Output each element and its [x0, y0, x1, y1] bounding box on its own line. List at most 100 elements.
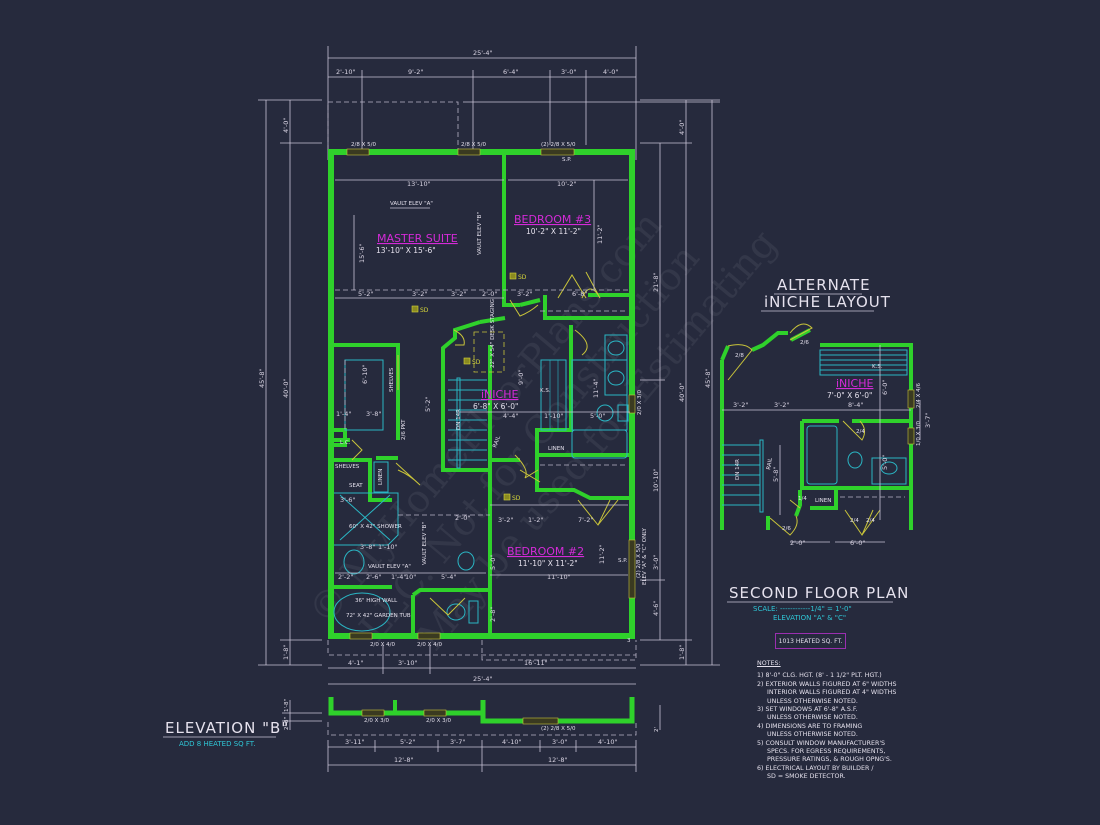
smoke-detector-icon — [463, 357, 471, 365]
doors — [351, 271, 619, 616]
svg-text:K.S.: K.S. — [872, 364, 883, 370]
svg-text:LINEN: LINEN — [378, 469, 384, 485]
svg-text:2'-0": 2'-0" — [482, 290, 497, 298]
svg-text:6'-8": 6'-8" — [572, 290, 587, 298]
svg-text:SHELVES: SHELVES — [389, 367, 395, 392]
note-3: 3) SET WINDOWS AT 6'-8" A.S.F.UNLESS OTH… — [757, 706, 858, 722]
svg-text:6'-8" X 6'-0": 6'-8" X 6'-0" — [473, 402, 518, 411]
svg-text:11'-4": 11'-4" — [592, 378, 600, 398]
svg-text:DN 14R: DN 14R — [735, 459, 741, 480]
svg-text:2'-10": 2'-10" — [336, 68, 356, 76]
svg-text:2/8 X 5/0: 2/8 X 5/0 — [351, 142, 376, 148]
svg-text:4'-0": 4'-0" — [678, 120, 686, 135]
svg-text:2': 2' — [654, 727, 660, 732]
notes-heading: NOTES: — [757, 660, 781, 667]
main-floor-plan: 2/8 X 5/0 2/8 X 5/0 (2) 2/8 X 5/0 S.P. 2… — [328, 142, 648, 648]
svg-text:6'-0": 6'-0" — [881, 380, 889, 395]
svg-text:SCALE: ------------1/4" = 1'-0: SCALE: ------------1/4" = 1'-0" — [753, 605, 852, 613]
svg-text:S.P.: S.P. — [618, 558, 628, 564]
svg-text:2'-8": 2'-8" — [489, 607, 497, 622]
svg-text:25'-4": 25'-4" — [473, 49, 493, 57]
alt-room-iniche: iNICHE — [836, 377, 873, 390]
plan-title: SECOND FLOOR PLAN — [729, 584, 909, 602]
note-6: 6) ELECTRICAL LAYOUT BY BUILDER /SD = SM… — [757, 764, 874, 781]
room-master-suite: MASTER SUITE — [377, 232, 458, 245]
svg-text:LINEN: LINEN — [548, 446, 564, 452]
svg-text:1'-8": 1'-8" — [284, 699, 290, 712]
svg-text:SHELVES: SHELVES — [335, 464, 360, 470]
exterior-walls — [328, 149, 635, 639]
svg-text:1'-2": 1'-2" — [528, 516, 543, 524]
svg-text:40'-0": 40'-0" — [678, 382, 686, 402]
fixtures — [333, 334, 629, 632]
svg-text:36" HIGH WALL: 36" HIGH WALL — [355, 598, 398, 604]
svg-text:6'-0": 6'-0" — [850, 539, 865, 547]
svg-text:3'-0": 3'-0" — [652, 555, 660, 570]
svg-text:2/8: 2/8 — [735, 353, 744, 359]
svg-text:45'-8": 45'-8" — [258, 368, 266, 388]
svg-text:2/0 X 3/0: 2/0 X 3/0 — [364, 718, 389, 724]
svg-text:1'-8": 1'-8" — [282, 645, 290, 660]
svg-text:2/6: 2/6 — [782, 526, 791, 532]
svg-text:2'-6": 2'-6" — [366, 573, 381, 581]
svg-text:13'-10" X 15'-6": 13'-10" X 15'-6" — [376, 246, 436, 255]
svg-text:7'-0" X 6'-0": 7'-0" X 6'-0" — [827, 391, 872, 400]
svg-text:2/6 PKT: 2/6 PKT — [401, 419, 407, 440]
svg-text:4'-1": 4'-1" — [348, 659, 363, 667]
svg-text:3: 3 — [627, 638, 631, 644]
svg-text:(2) 2/8 X 5/0: (2) 2/8 X 5/0 — [541, 142, 576, 148]
heated-area-badge: 1013 HEATED SQ. FT. — [775, 633, 846, 649]
svg-text:SD: SD — [518, 274, 527, 281]
svg-text:5'-2": 5'-2" — [400, 738, 415, 746]
svg-text:40'-0": 40'-0" — [282, 378, 290, 398]
svg-text:1'-10": 1'-10" — [378, 543, 398, 551]
svg-text:ALTERNATE: ALTERNATE — [777, 276, 871, 294]
plan-title-block: SECOND FLOOR PLAN SCALE: ------------1/4… — [727, 584, 909, 622]
svg-text:4'-10": 4'-10" — [598, 738, 618, 746]
top-dimensions: 25'-4" 2'-10" 9'-2" 6'-4" 3'-0" 4'-0" — [327, 46, 720, 160]
left-dimensions: 4'-0" 45'-8" 40'-0" 1'-8" — [258, 99, 322, 666]
svg-text:5'-4": 5'-4" — [441, 573, 456, 581]
svg-text:2/0 X 3/0: 2/0 X 3/0 — [426, 718, 451, 724]
svg-text:1'-4": 1'-4" — [391, 573, 406, 581]
svg-text:2/4: 2/4 — [856, 429, 865, 435]
svg-text:3'-2": 3'-2" — [733, 401, 748, 409]
svg-text:1'-8": 1'-8" — [678, 645, 686, 660]
svg-text:13'-10": 13'-10" — [407, 180, 431, 188]
svg-text:10'-2": 10'-2" — [557, 180, 577, 188]
svg-text:3'-6": 3'-6" — [340, 496, 355, 504]
svg-text:5'-8": 5'-8" — [772, 467, 780, 482]
svg-text:RAIL: RAIL — [492, 434, 502, 448]
svg-text:1/4: 1/4 — [798, 496, 807, 502]
svg-text:3'-2": 3'-2" — [517, 290, 532, 298]
svg-text:4'-0": 4'-0" — [603, 68, 618, 76]
svg-text:ELEVATION "A" & "C": ELEVATION "A" & "C" — [773, 614, 846, 622]
svg-text:2'-8": 2'-8" — [284, 717, 290, 730]
svg-text:L.C.: L.C. — [340, 440, 351, 446]
svg-text:VAULT ELEV "B": VAULT ELEV "B" — [422, 522, 428, 565]
svg-text:3'-8": 3'-8" — [360, 543, 375, 551]
svg-text:11'-10": 11'-10" — [547, 573, 571, 581]
svg-text:ELEV "A" & "C" ONLY: ELEV "A" & "C" ONLY — [642, 527, 648, 585]
svg-text:16'-11": 16'-11" — [524, 659, 548, 667]
bottom-dimensions: 4'-1" 3'-10" 16'-11" 25'-4" — [327, 640, 637, 685]
svg-text:7'-2": 7'-2" — [578, 516, 593, 524]
note-1: 1) 8'-0" CLG. HGT. (8' - 1 1/2" PLT. HGT… — [757, 672, 882, 680]
svg-text:2/6: 2/6 — [800, 340, 809, 346]
svg-text:11'-10" X 11'-2": 11'-10" X 11'-2" — [518, 559, 578, 568]
svg-text:5'-2": 5'-2" — [358, 290, 373, 298]
svg-text:10'-2" X 11'-2": 10'-2" X 11'-2" — [526, 227, 581, 236]
svg-text:9'-2": 9'-2" — [408, 68, 423, 76]
svg-text:45'-8": 45'-8" — [704, 368, 712, 388]
svg-text:SD: SD — [512, 495, 521, 502]
svg-text:SD: SD — [472, 359, 481, 366]
svg-text:8'-4": 8'-4" — [848, 401, 863, 409]
svg-text:2/4 X 4/6: 2/4 X 4/6 — [916, 383, 922, 408]
svg-text:22" X 54" DESK STAGING: 22" X 54" DESK STAGING — [490, 299, 496, 368]
svg-text:1'-10": 1'-10" — [544, 412, 564, 420]
svg-text:3'-7": 3'-7" — [450, 738, 465, 746]
svg-text:4'-4": 4'-4" — [503, 412, 518, 420]
